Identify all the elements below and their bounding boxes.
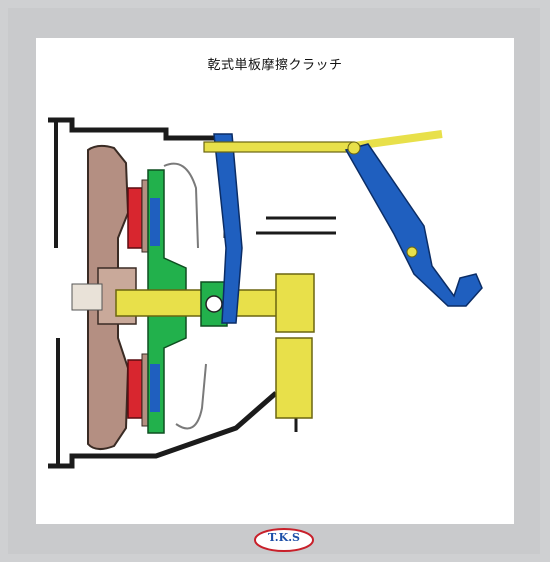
flywheel	[71, 144, 137, 450]
tks-logo: T.K.S	[252, 526, 316, 554]
release-fork	[213, 133, 243, 324]
return-springs	[163, 162, 207, 430]
pressure-plate	[127, 179, 151, 427]
diagram-title: 乾式単板摩擦クラッチ	[207, 58, 343, 73]
clutch-pedal	[344, 141, 483, 307]
logo-ellipse	[254, 528, 314, 552]
linkage-rod	[203, 130, 443, 153]
logo-text: T.K.S	[268, 531, 300, 544]
clutch-diagram	[48, 117, 483, 469]
